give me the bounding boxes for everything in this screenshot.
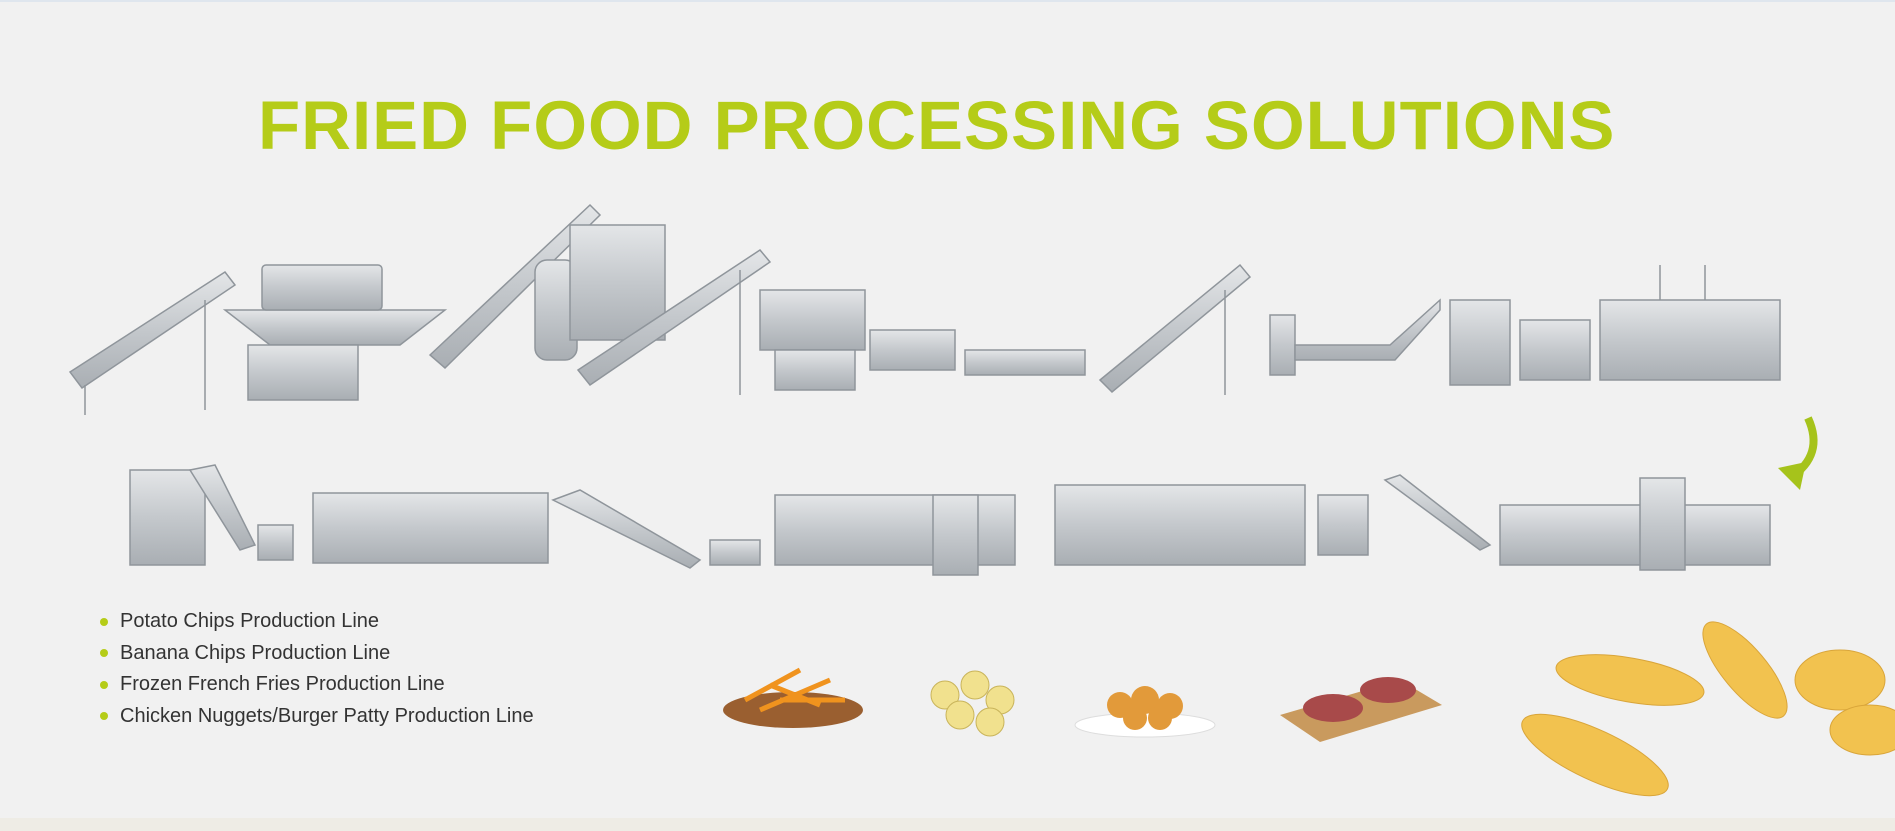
washing-tank	[222, 309, 448, 346]
list-item-label: Potato Chips Production Line	[120, 610, 380, 633]
list-item: Chicken Nuggets/Burger Patty Production …	[100, 701, 534, 733]
list-item-label: Chicken Nuggets/Burger Patty Production …	[120, 704, 534, 727]
chicken-nuggets-image	[1074, 686, 1216, 738]
list-item: Banana Chips Production Line	[100, 638, 534, 670]
fryer	[1499, 504, 1771, 566]
continuous-fryer	[1599, 299, 1781, 381]
packing-machine	[129, 469, 206, 566]
potato-chips-image	[1521, 621, 1895, 797]
page-title: FRIED FOOD PROCESSING SOLUTIONS	[258, 87, 1616, 164]
product-line-list: Potato Chips Production Line Banana Chip…	[100, 606, 534, 732]
bottom-strip	[0, 818, 1895, 831]
blancher	[759, 289, 866, 351]
bullet-icon	[100, 617, 108, 626]
bottom-row-machines	[129, 464, 1771, 576]
list-item-label: Banana Chips Production Line	[120, 641, 391, 664]
top-border	[0, 0, 1895, 2]
fryer	[774, 494, 1016, 566]
fryer-unit	[1449, 299, 1511, 386]
dewatering	[964, 349, 1086, 376]
top-row-machines	[68, 203, 1781, 415]
bullet-icon	[100, 712, 108, 721]
bullet-icon	[100, 680, 108, 689]
banana-chips-image	[930, 670, 1015, 737]
conveyor	[428, 203, 602, 370]
list-item: Frozen French Fries Production Line	[100, 669, 534, 701]
french-fries-image	[723, 667, 863, 728]
bullet-icon	[100, 649, 108, 658]
burger-patties-image	[1280, 677, 1442, 742]
list-item-label: Frozen French Fries Production Line	[120, 673, 445, 696]
conveyor	[68, 270, 237, 390]
list-item: Potato Chips Production Line	[100, 606, 534, 638]
conveyor	[1098, 263, 1252, 394]
cooling-tunnel	[1054, 484, 1306, 566]
freezer-tunnel	[312, 492, 549, 564]
